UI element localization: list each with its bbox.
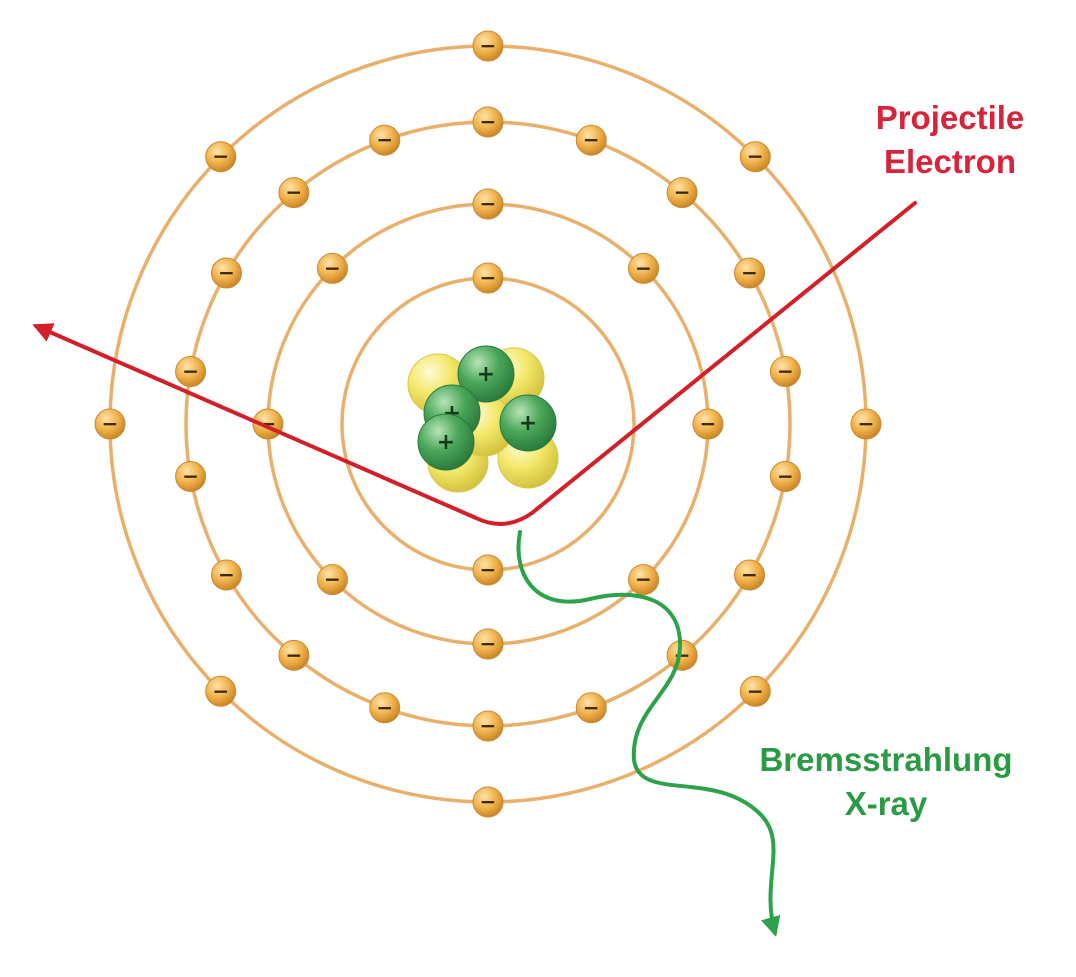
- proton-sign: +: [437, 430, 455, 455]
- electron-sign: −: [777, 464, 794, 488]
- bremsstrahlung-label: Bremsstrahlung X-ray: [742, 738, 1030, 826]
- xray-label-line1: Bremsstrahlung: [759, 741, 1013, 778]
- electron: −: [210, 257, 242, 289]
- electron-sign: −: [285, 643, 302, 667]
- electron: −: [472, 786, 504, 818]
- nucleus: ++++: [407, 345, 559, 493]
- electron: −: [472, 106, 504, 138]
- electron-sign: −: [635, 567, 652, 591]
- electron-sign: −: [480, 714, 497, 738]
- electron: −: [252, 408, 284, 440]
- electron: −: [175, 356, 207, 388]
- projectile-electron-path: [32, 201, 917, 526]
- electron: −: [94, 408, 126, 440]
- electron-sign: −: [480, 558, 497, 582]
- electron-sign: −: [324, 567, 341, 591]
- electron-sign: −: [480, 632, 497, 656]
- electron: −: [769, 356, 801, 388]
- electron: −: [628, 564, 660, 596]
- electron: −: [575, 692, 607, 724]
- electron-sign: −: [218, 563, 235, 587]
- electron-sign: −: [102, 412, 119, 436]
- electron: −: [739, 675, 771, 707]
- electron: −: [692, 408, 724, 440]
- electron: −: [575, 124, 607, 156]
- electron: −: [739, 141, 771, 173]
- xray-label-line2: X-ray: [844, 785, 928, 822]
- electron: −: [316, 564, 348, 596]
- electron-sign: −: [747, 679, 764, 703]
- electron-sign: −: [212, 144, 229, 168]
- electron-sign: −: [218, 261, 235, 285]
- electron: −: [472, 710, 504, 742]
- electron-sign: −: [747, 144, 764, 168]
- electron-sign: −: [741, 563, 758, 587]
- electron: −: [666, 177, 698, 209]
- electron-sign: −: [376, 128, 393, 152]
- electron: −: [734, 559, 766, 591]
- electron: −: [734, 257, 766, 289]
- electron-sign: −: [583, 695, 600, 719]
- electron-sign: −: [376, 695, 393, 719]
- electron-sign: −: [583, 128, 600, 152]
- electron: −: [472, 628, 504, 660]
- electron-sign: −: [635, 256, 652, 280]
- electron-sign: −: [182, 464, 199, 488]
- proton: +: [417, 413, 475, 471]
- electron: −: [316, 252, 348, 284]
- electron-sign: −: [777, 359, 794, 383]
- electron-sign: −: [741, 261, 758, 285]
- electron: −: [472, 262, 504, 294]
- electron: −: [205, 675, 237, 707]
- proton: +: [457, 345, 515, 403]
- electron-sign: −: [480, 790, 497, 814]
- proton-sign: +: [477, 362, 495, 387]
- proton-sign: +: [519, 411, 537, 436]
- electron: −: [278, 177, 310, 209]
- electron-sign: −: [480, 266, 497, 290]
- electron: −: [628, 252, 660, 284]
- electron: −: [369, 692, 401, 724]
- bremsstrahlung-xray-path: [516, 530, 781, 937]
- electron-sign: −: [324, 256, 341, 280]
- electron: −: [666, 639, 698, 671]
- electron: −: [175, 460, 207, 492]
- electron: −: [850, 408, 882, 440]
- electrons: − − − − − − − − − − − − − − − − − − − − − − − − − − − − − − − − − − − −: [94, 30, 882, 818]
- electron-sign: −: [285, 180, 302, 204]
- electron: −: [278, 639, 310, 671]
- electron: −: [769, 460, 801, 492]
- electron: −: [472, 30, 504, 62]
- electron-sign: −: [480, 34, 497, 58]
- electron-sign: −: [674, 180, 691, 204]
- projectile-label-line1: Projectile: [875, 99, 1025, 136]
- electron: −: [210, 559, 242, 591]
- projectile-electron-label: Projectile Electron: [852, 96, 1048, 184]
- electron: −: [472, 554, 504, 586]
- electron-sign: −: [700, 412, 717, 436]
- electron: −: [472, 188, 504, 220]
- proton: +: [499, 394, 557, 452]
- electron-sign: −: [480, 110, 497, 134]
- projectile-label-line2: Electron: [883, 143, 1017, 180]
- electron: −: [369, 124, 401, 156]
- electron-sign: −: [858, 412, 875, 436]
- electron-sign: −: [480, 192, 497, 216]
- electron-sign: −: [182, 359, 199, 383]
- electron: −: [205, 141, 237, 173]
- electron-sign: −: [212, 679, 229, 703]
